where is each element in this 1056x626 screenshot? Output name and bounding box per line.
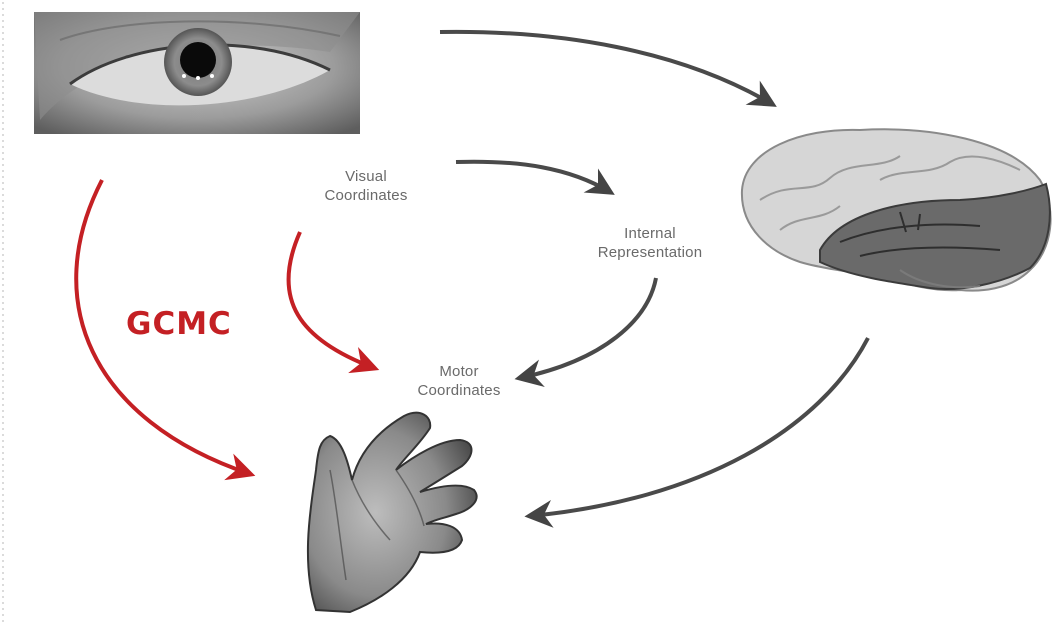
label-motor-line2: Coordinates [394,381,524,400]
hand-image [308,413,477,612]
eye-image [34,12,360,134]
label-motor-line1: Motor [394,362,524,381]
label-internal-line1: Internal [560,224,740,243]
arrow-brain-to-hand [530,338,868,516]
label-internal-line2: Representation [560,243,740,262]
arrow-internal-to-motor [520,278,656,378]
label-internal-representation: Internal Representation [560,224,740,262]
label-visual-coordinates: Visual Coordinates [296,167,436,205]
label-motor-coordinates: Motor Coordinates [394,362,524,400]
arrow-eye-to-brain [440,32,772,104]
label-visual-line2: Coordinates [296,186,436,205]
label-visual-line1: Visual [296,167,436,186]
label-gcmc: GCMC [126,306,232,342]
brain-image [742,129,1051,290]
arrow-gcmc-visual-to-motor [288,232,374,368]
arrow-visual-to-internal [456,162,610,192]
